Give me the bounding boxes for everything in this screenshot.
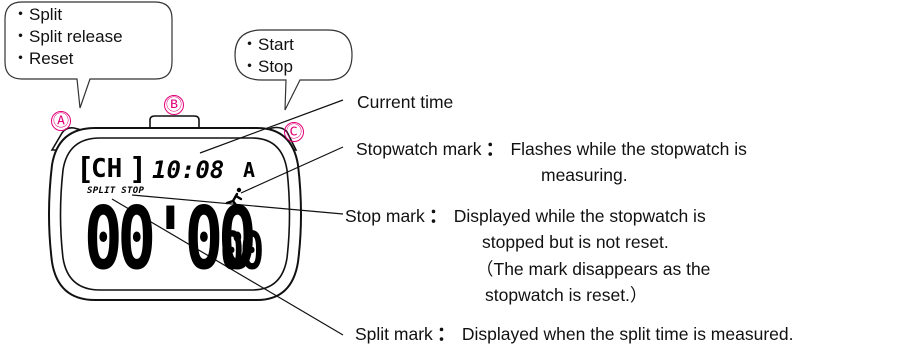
stop-label: Stop	[258, 57, 293, 76]
bullet: ・	[241, 57, 258, 76]
stopwatch-mark-name: Stopwatch mark	[356, 139, 482, 159]
stopwatch-mark-desc1: Flashes while the stopwatch is	[510, 139, 747, 159]
right-bubble	[234, 29, 353, 111]
split-label: Split	[29, 5, 63, 24]
stop-mark-note2: stopwatch is reset.）	[485, 285, 648, 305]
stop-mark-note1: （The mark disappears as the	[476, 259, 711, 279]
split-mark-callout: Split mark：Displayed when the split time…	[355, 323, 794, 346]
lcd-time: 10:08	[152, 156, 225, 184]
button-a-letter: Ⓐ	[51, 111, 71, 131]
stopwatch-mark-callout: Stopwatch mark：Flashes while the stopwat…	[356, 138, 747, 161]
split-release-label: Split release	[29, 27, 123, 46]
lcd-ampm: A	[243, 158, 256, 182]
left-bubble-text: ・Split ・Split release ・Reset	[12, 4, 123, 70]
stopwatch-mark-desc2: measuring.	[541, 165, 628, 185]
runner-icon	[225, 187, 243, 207]
callout-start: ・Start	[241, 34, 294, 56]
callout-split-release: ・Split release	[12, 26, 123, 48]
stop-mark-desc2: stopped but is not reset.	[482, 232, 669, 252]
split-mark-name: Split mark	[355, 324, 433, 344]
button-c-letter: Ⓒ	[284, 122, 304, 142]
start-label: Start	[258, 35, 294, 54]
split-mark-desc1: Displayed when the split time is measure…	[461, 324, 794, 344]
bullet: ・	[241, 35, 258, 54]
stop-mark-name: Stop mark	[345, 206, 425, 226]
watch-screen	[59, 137, 291, 291]
lcd-stopwatch-main: 00'00	[84, 190, 257, 290]
colon: ：	[436, 324, 456, 345]
right-bubble-text: ・Start ・Stop	[241, 34, 294, 78]
callout-reset: ・Reset	[12, 48, 123, 70]
reset-label: Reset	[29, 49, 74, 68]
bullet: ・	[12, 49, 29, 68]
button-b-letter: Ⓑ	[164, 95, 184, 115]
leader-lines	[111, 99, 344, 336]
colon: ：	[428, 206, 448, 227]
bullet: ・	[12, 27, 29, 46]
callout-stop: ・Stop	[241, 56, 294, 78]
colon: ：	[485, 139, 505, 160]
current-time-label: Current time	[357, 92, 454, 112]
lcd-stopwatch-hundredths: 00	[220, 222, 264, 282]
lcd-mode: CH	[91, 154, 123, 184]
stop-mark-desc1: Displayed while the stopwatch is	[453, 206, 706, 226]
lcd-mode-bracket-right: ]	[129, 152, 148, 187]
callout-split: ・Split	[12, 4, 123, 26]
left-bubble	[4, 1, 173, 109]
bullet: ・	[12, 5, 29, 24]
lcd-split-stop: SPLIT STOP	[87, 186, 145, 196]
button-b[interactable]	[149, 115, 200, 128]
stop-mark-callout: Stop mark：Displayed while the stopwatch …	[345, 205, 706, 228]
lcd-mode-bracket: [	[76, 152, 95, 187]
